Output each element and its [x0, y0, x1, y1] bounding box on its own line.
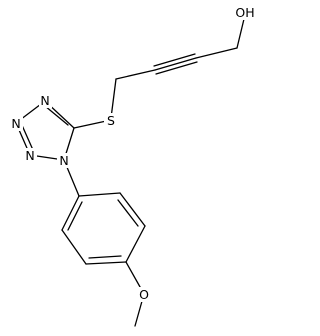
- atom-n3: N: [11, 116, 20, 131]
- atom-hydroxyl: OH: [235, 5, 254, 20]
- bond-ar-3-4: [125, 225, 146, 263]
- bond-alkyne-triple-b: [155, 61, 198, 75]
- bond-alkyne-ch2: [115, 69, 156, 80]
- bond-ar-6-1: [61, 195, 80, 231]
- bond-alkyne-triple-c: [153, 53, 196, 67]
- atom-n1: N: [59, 153, 68, 168]
- bond-ar-inner-c: [67, 201, 83, 231]
- atom-sulfur: S: [107, 113, 115, 128]
- bond-c5-n4-double: [44, 105, 69, 126]
- atom-n2: N: [25, 148, 34, 163]
- bond-ar-2-3: [119, 192, 146, 227]
- bonds: [15, 18, 245, 327]
- bond-ch2-alkyne: [195, 47, 238, 59]
- bond-ar-4-5: [85, 261, 127, 265]
- bond-c-oh: [236, 18, 245, 49]
- bond-ch2-s: [110, 78, 117, 119]
- bond-ar-1-2: [78, 192, 121, 197]
- atom-labels: OH S N N N N O: [9, 4, 258, 302]
- bond-ar-inner-b: [88, 255, 122, 259]
- bond-ar-inner-a: [117, 199, 139, 227]
- bond-alkyne-triple-a: [154, 57, 197, 71]
- bond-ar-5-6: [61, 229, 87, 265]
- atom-n4: N: [40, 93, 49, 108]
- atom-methoxy-oxygen: O: [139, 287, 149, 302]
- chemical-structure: OH S N N N N O: [9, 4, 258, 327]
